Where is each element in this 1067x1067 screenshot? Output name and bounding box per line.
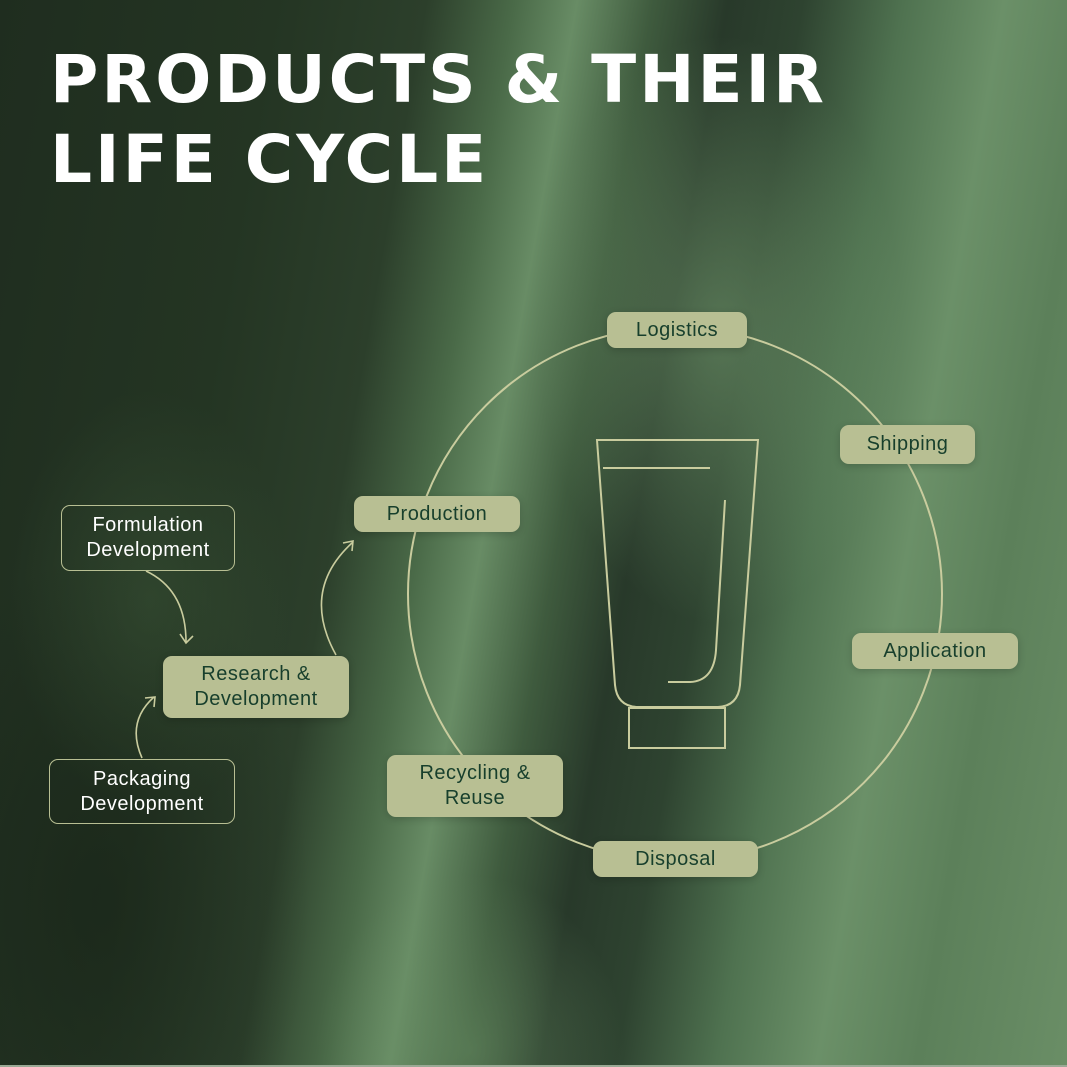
node-label-line-1: Packaging [93,767,191,790]
node-label-line-2: Reuse [444,787,506,809]
page-title: PRODUCTS & THEIR LIFE CYCLE [50,40,827,200]
title-line-2: LIFE CYCLE [50,121,490,198]
node-production: Production [354,496,520,532]
node-label-line-1: Recycling & [419,762,531,784]
arrow-rd-to-production [320,540,354,656]
node-recycling-reuse: Recycling & Reuse [387,755,563,817]
node-packaging-development: Packaging Development [49,759,235,824]
arrow-packaging-to-rd [135,696,156,759]
node-label: Production [386,502,488,525]
node-shipping: Shipping [840,425,975,464]
node-label-line-2: Development [80,792,204,815]
node-logistics: Logistics [607,312,747,348]
arrow-formulation-to-rd [145,570,194,645]
title-line-1: PRODUCTS & THEIR [50,41,827,118]
node-label-line-1: Research & [201,663,311,685]
node-label-line-2: Development [194,688,318,710]
node-label: Logistics [635,318,719,341]
node-label: Application [883,639,987,662]
node-label: Shipping [866,433,949,455]
node-application: Application [852,633,1018,669]
node-disposal: Disposal [593,841,758,877]
product-tube-icon [595,439,760,749]
node-label-line-1: Formulation [92,514,204,536]
node-formulation-development: Formulation Development [61,505,235,571]
bottom-edge [0,1065,1067,1067]
node-label: Disposal [635,847,716,870]
node-research-development: Research & Development [163,656,349,718]
node-label-line-2: Development [86,539,210,561]
